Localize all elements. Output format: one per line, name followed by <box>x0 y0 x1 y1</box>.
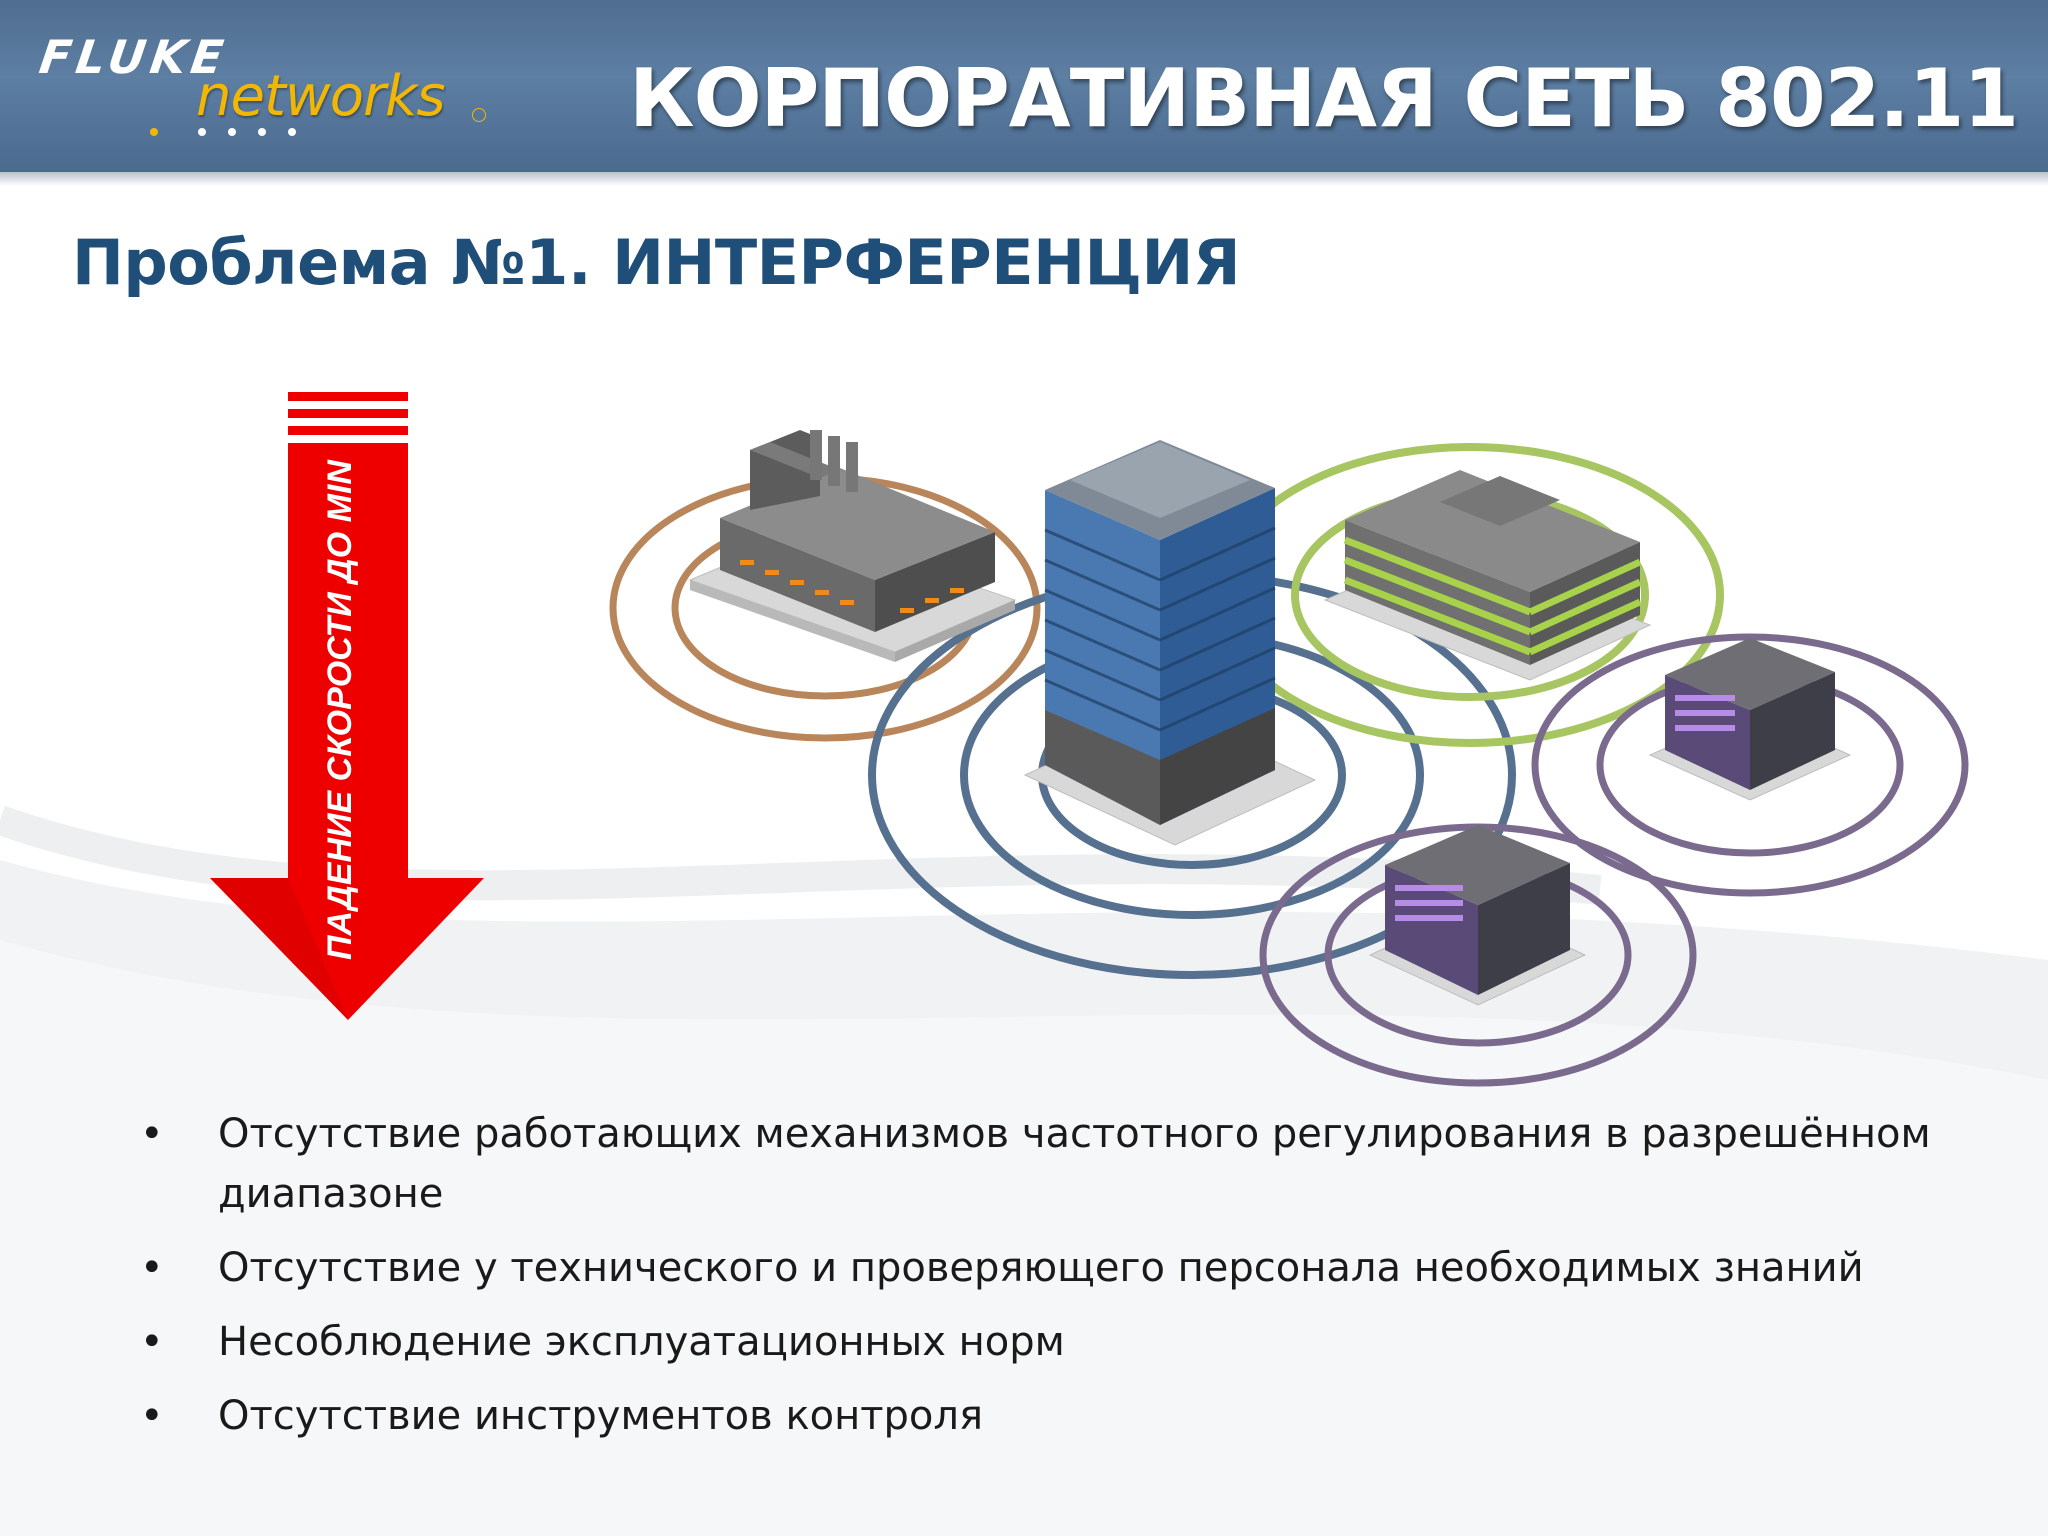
slide-header: FLUKE networks КОРПОРАТИВНАЯ СЕТЬ 802.11 <box>0 0 2048 172</box>
bullet-text: Несоблюдение эксплуатационных норм <box>218 1319 1065 1365</box>
office-tower-icon <box>1023 440 1317 846</box>
factory-building-icon <box>688 430 1017 662</box>
slide-title: КОРПОРАТИВНАЯ СЕТЬ 802.11 <box>629 52 2019 145</box>
list-item: • Отсутствие инструментов контроля <box>140 1386 2000 1446</box>
bullet-list: • Отсутствие работающих механизмов частот… <box>140 1104 2000 1460</box>
list-item: • Несоблюдение эксплуатационных норм <box>140 1312 2000 1372</box>
page-subtitle: Проблема №1. ИНТЕРФЕРЕНЦИЯ <box>72 226 1241 299</box>
bullet-marker: • <box>140 1111 164 1157</box>
header-shadow <box>0 172 2048 186</box>
logo-networks-text: networks <box>196 64 446 129</box>
bullet-text: Отсутствие инструментов контроля <box>218 1393 984 1439</box>
interference-illustration <box>609 430 1969 1087</box>
bullet-marker: • <box>140 1393 164 1439</box>
speed-drop-arrow-icon <box>210 392 484 1020</box>
arrow-label: ПАДЕНИЕ СКОРОСТИ ДО MIN <box>321 460 359 960</box>
bullet-text: Отсутствие у технического и проверяющего… <box>218 1245 1864 1291</box>
bullet-marker: • <box>140 1245 164 1291</box>
list-item: • Отсутствие работающих механизмов частот… <box>140 1104 2000 1224</box>
arrow-label-box: ПАДЕНИЕ СКОРОСТИ ДО MIN <box>288 450 392 970</box>
small-purple-building-right-icon <box>1648 638 1852 801</box>
bullet-marker: • <box>140 1319 164 1365</box>
bullet-text: Отсутствие работающих механизмов частотн… <box>218 1111 1931 1217</box>
small-purple-building-bottom-icon <box>1368 825 1587 1006</box>
registered-mark-icon <box>472 108 486 122</box>
background-swoosh <box>0 805 2048 1536</box>
green-office-building-icon <box>1323 470 1652 681</box>
list-item: • Отсутствие у технического и проверяющег… <box>140 1238 2000 1298</box>
